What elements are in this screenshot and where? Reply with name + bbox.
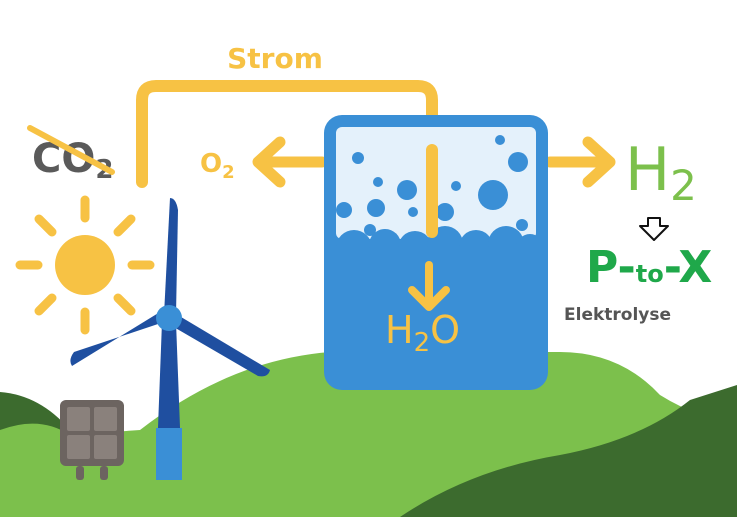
wind-turbine-icon bbox=[70, 198, 270, 480]
hill-dark-right bbox=[400, 385, 737, 517]
o2-label: O2 bbox=[200, 149, 235, 183]
gas-bubbles bbox=[336, 135, 528, 236]
landscape bbox=[0, 352, 737, 517]
electrolysis-tank: H2O bbox=[324, 115, 548, 390]
power-line bbox=[136, 80, 438, 236]
svg-text:CO2: CO2 bbox=[32, 136, 113, 185]
co2-strike bbox=[27, 125, 115, 175]
turbine-blade-right bbox=[172, 314, 270, 377]
co2-label: CO2 bbox=[27, 125, 115, 185]
turbine-blade-left bbox=[70, 312, 164, 366]
elektrolyse-label: Elektrolyse bbox=[564, 305, 671, 325]
turbine-blade-up bbox=[164, 198, 178, 315]
o2-arrow bbox=[252, 136, 328, 188]
strom-label: Strom bbox=[227, 42, 323, 75]
h2-label: H2 bbox=[625, 135, 697, 210]
solar-panel-icon bbox=[60, 400, 124, 480]
arrow-down-icon bbox=[408, 261, 450, 311]
sun-icon bbox=[15, 195, 155, 335]
h2-arrow bbox=[544, 136, 616, 188]
turbine-tower-base bbox=[156, 428, 182, 480]
h2o-label: H2O bbox=[385, 308, 460, 358]
arrow-down-outline-icon bbox=[639, 217, 669, 241]
foam-bubbles bbox=[336, 226, 544, 268]
power-to-x-label: P-to-X bbox=[586, 242, 712, 293]
turbine-hub bbox=[156, 305, 182, 331]
